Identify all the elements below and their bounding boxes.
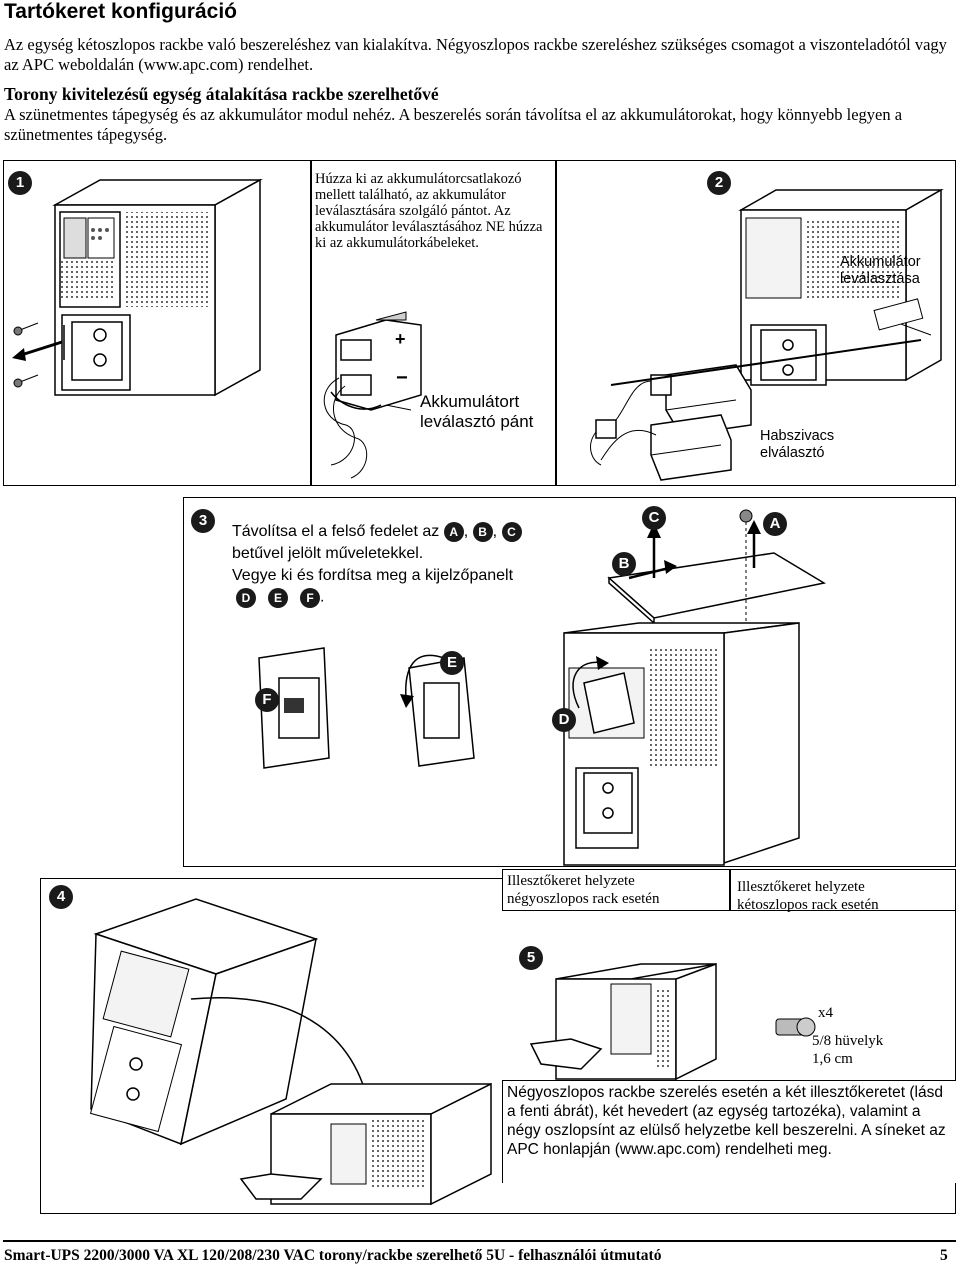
step3-text-2: betűvel jelölt műveletekkel. [232, 545, 424, 562]
badge-c-figure: C [642, 506, 666, 530]
footer-page-number: 5 [940, 1247, 948, 1264]
letter-b-badge: B [472, 521, 493, 542]
screw-size: 5/8 hüvelyk 1,6 cm [812, 1033, 884, 1067]
step5-note: Négyoszlopos rackbe szerelés esetén a ké… [507, 1084, 946, 1158]
battery-disconnect-illustration [590, 188, 944, 481]
divider [555, 160, 557, 486]
battery-connector-illustration: + − [323, 311, 422, 479]
screw-qty: x4 [818, 1005, 833, 1021]
footer-doc-title: Smart-UPS 2200/3000 VA XL 120/208/230 VA… [4, 1247, 662, 1264]
badge-f-figure: F [255, 688, 279, 712]
strap-label: Akkumulátort leválasztó pánt [420, 392, 534, 431]
step3-text-1: Távolítsa el a felső fedelet az [232, 523, 440, 540]
two-post-label-box: Illesztőkeret helyzete kétoszlopos rack … [730, 869, 956, 913]
disconnect-label: Akkumulátor leválasztása [840, 254, 921, 287]
letter-c-badge: C [501, 521, 522, 542]
section-subtitle: Torony kivitelezésű egység átalakítása r… [4, 84, 439, 104]
ups-tower-illustration [12, 178, 263, 397]
sep: , [492, 523, 498, 540]
step3-letter-row: D E F. [236, 588, 324, 608]
period: . [320, 588, 325, 606]
letter-a-badge: A [443, 521, 464, 542]
badge-e-figure: E [440, 651, 464, 675]
four-post-label: Illesztőkeret helyzete négyoszlopos rack… [507, 873, 660, 907]
step-badge-4: 4 [49, 885, 73, 909]
letter-f-badge: F [300, 588, 320, 608]
step-badge-1: 1 [8, 171, 32, 195]
two-post-label: Illesztőkeret helyzete kétoszlopos rack … [737, 879, 879, 913]
intro-paragraph: Az egység kétoszlopos rackbe való beszer… [4, 35, 947, 74]
warning-paragraph: A szünetmentes tápegység és az akkumulát… [4, 105, 903, 144]
step-badge-2: 2 [707, 171, 731, 195]
letter-d-badge: D [236, 588, 256, 608]
badge-b-figure: B [612, 552, 636, 576]
top-cover-removal-illustration [258, 509, 827, 866]
sep: , [463, 523, 469, 540]
page-title: Tartókeret konfiguráció [4, 0, 237, 23]
divider [310, 160, 312, 486]
foam-label: Habszivacs elválasztó [760, 428, 835, 461]
four-post-label-box: Illesztőkeret helyzete négyoszlopos rack… [502, 869, 730, 911]
step1-instruction: Húzza ki az akkumulátorcsatlakozó mellet… [315, 171, 543, 251]
footer-rule [3, 1240, 956, 1242]
rack-conversion-illustration [89, 898, 816, 1206]
step5-note-box: Négyoszlopos rackbe szerelés esetén a ké… [502, 1080, 956, 1183]
step-badge-3: 3 [191, 509, 215, 533]
step3-instruction: Távolítsa el a felső fedelet az A, B, C … [232, 521, 612, 587]
step3-text-3: Vegye ki és fordítsa meg a kijelzőpanelt [232, 567, 514, 584]
step-badge-5: 5 [519, 946, 543, 970]
badge-a-figure: A [763, 512, 787, 536]
minus-sign: − [396, 367, 408, 389]
letter-e-badge: E [268, 588, 288, 608]
badge-d-figure: D [552, 708, 576, 732]
plus-sign: + [395, 329, 406, 349]
